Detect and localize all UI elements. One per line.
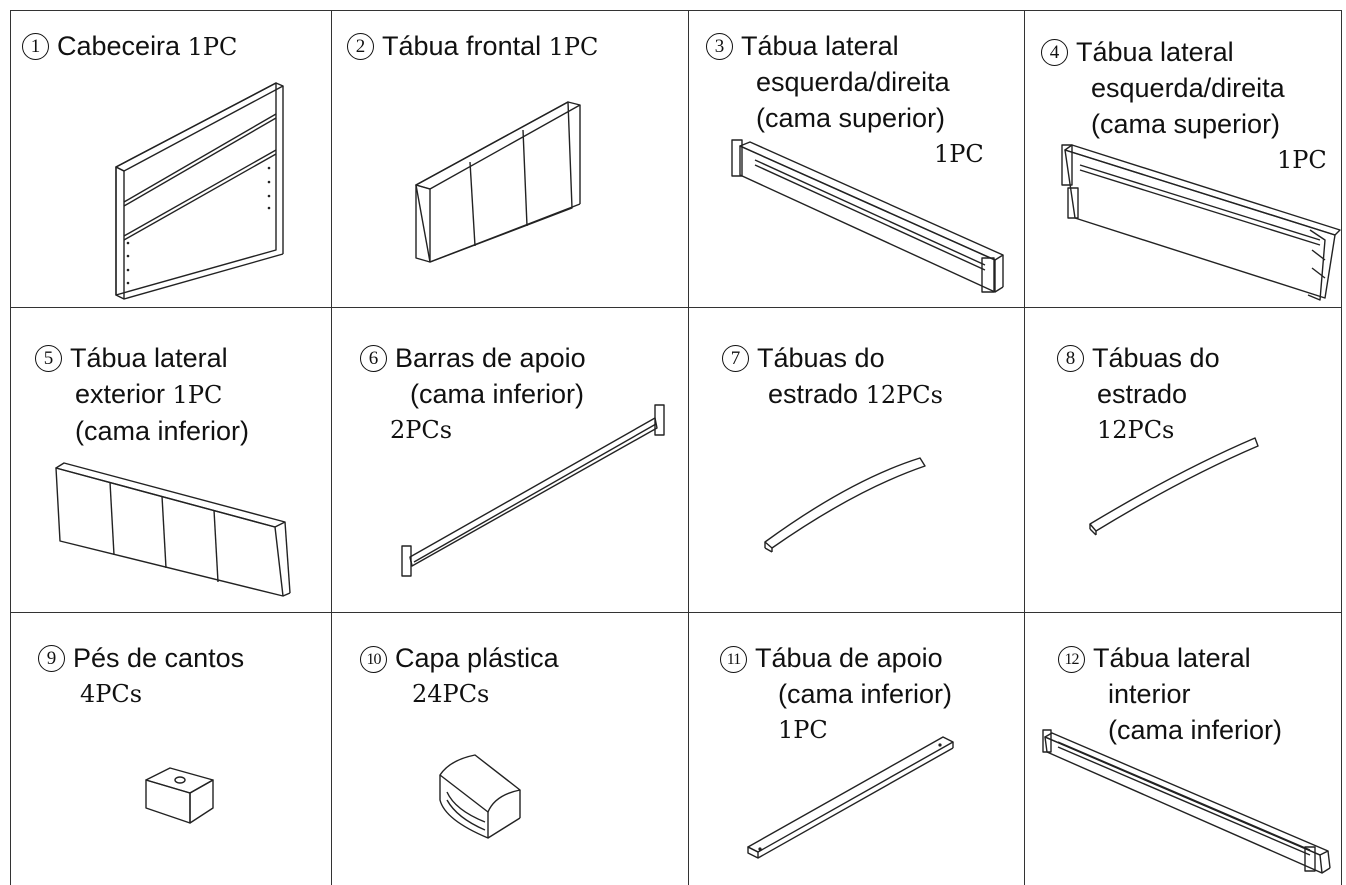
part-number: 2	[347, 33, 374, 60]
grid-line	[10, 307, 1342, 308]
part-name-line: Tábua lateral	[741, 31, 899, 61]
part-number: 4	[1041, 39, 1068, 66]
part-name-line: estrado	[1097, 379, 1188, 409]
part-quantity: 4PCs	[80, 680, 143, 708]
part-quantity: 1PC	[1277, 146, 1327, 174]
part-label: 10 Capa plástica 24PCs	[360, 640, 559, 712]
part-name: Cabeceira	[57, 31, 181, 61]
part-number: 6	[360, 345, 387, 372]
parts-grid	[10, 10, 1342, 885]
part-name-line: Pés de cantos	[73, 643, 245, 673]
part-name-line: interior	[1108, 679, 1191, 709]
part-number: 1	[22, 33, 49, 60]
part-label: 12 Tábua lateral interior (cama inferior)	[1058, 640, 1282, 748]
part-name-line: Tábua lateral	[1076, 37, 1234, 67]
part-quantity: 1PC	[172, 381, 223, 409]
part-name: Tábua frontal	[382, 31, 542, 61]
part-number: 12	[1058, 646, 1085, 673]
part-label: 3 Tábua lateral esquerda/direita (cama su…	[706, 28, 984, 172]
part-quantity: 1PC	[934, 140, 984, 168]
grid-line	[10, 10, 11, 885]
part-name-line: exterior	[75, 379, 166, 409]
part-number: 3	[706, 33, 733, 60]
part-number: 8	[1057, 345, 1084, 372]
part-label: 8 Tábuas do estrado 12PCs	[1057, 340, 1220, 448]
part-name-line: Barras de apoio	[395, 343, 586, 373]
part-name-line: (cama inferior)	[75, 416, 250, 446]
grid-line	[688, 10, 689, 885]
part-label: 2 Tábua frontal 1PC	[347, 28, 598, 65]
part-name-line: (cama superior)	[756, 103, 946, 133]
part-name-line: Tábua de apoio	[755, 643, 943, 673]
part-name-line: (cama inferior)	[1108, 715, 1283, 745]
part-label: 4 Tábua lateral esquerda/direita (cama su…	[1041, 34, 1327, 178]
part-number: 9	[38, 645, 65, 672]
grid-line	[10, 612, 1342, 613]
part-name-line: estrado	[768, 379, 859, 409]
part-label: 5 Tábua lateral exterior 1PC (cama inferi…	[35, 340, 249, 449]
part-label: 9 Pés de cantos 4PCs	[38, 640, 244, 712]
part-quantity: 1PC	[187, 33, 238, 61]
part-label: 1 Cabeceira 1PC	[22, 28, 237, 65]
part-label: 7 Tábuas do estrado 12PCs	[722, 340, 943, 413]
part-quantity: 1PC	[548, 33, 599, 61]
part-quantity: 2PCs	[390, 416, 453, 444]
part-number: 5	[35, 345, 62, 372]
part-name-line: esquerda/direita	[756, 67, 950, 97]
part-name-line: esquerda/direita	[1091, 73, 1285, 103]
part-quantity: 12PCs	[865, 381, 943, 409]
part-name-line: (cama superior)	[1091, 109, 1281, 139]
part-name-line: (cama inferior)	[778, 679, 953, 709]
part-name-line: Capa plástica	[395, 643, 559, 673]
grid-line	[10, 10, 1342, 11]
part-name-line: Tábuas do	[757, 343, 885, 373]
grid-line	[331, 10, 332, 885]
part-name-line: (cama inferior)	[410, 379, 585, 409]
part-name-line: Tábua lateral	[70, 343, 228, 373]
part-name-line: Tábuas do	[1092, 343, 1220, 373]
grid-line	[1024, 10, 1025, 885]
part-label: 6 Barras de apoio (cama inferior) 2PCs	[360, 340, 586, 448]
part-number: 10	[360, 646, 387, 673]
part-number: 11	[720, 646, 747, 673]
part-quantity: 1PC	[778, 716, 828, 744]
part-quantity: 12PCs	[1097, 416, 1175, 444]
part-quantity: 24PCs	[412, 680, 490, 708]
part-label: 11 Tábua de apoio (cama inferior) 1PC	[720, 640, 952, 748]
part-name-line: Tábua lateral	[1093, 643, 1251, 673]
part-number: 7	[722, 345, 749, 372]
grid-line	[1341, 10, 1342, 885]
